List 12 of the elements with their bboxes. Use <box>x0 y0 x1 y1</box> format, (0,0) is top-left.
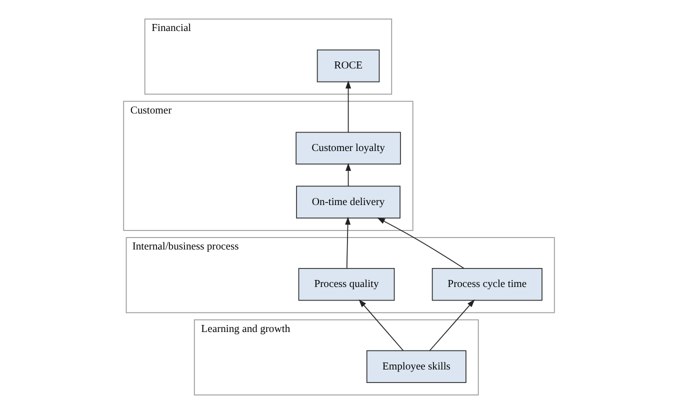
node-box: ROCE <box>316 50 380 82</box>
arrow <box>358 299 404 352</box>
arrow <box>428 299 474 352</box>
node-box: On-time delivery <box>296 186 400 218</box>
node-box: Customer loyalty <box>295 132 400 165</box>
arrow <box>345 80 351 133</box>
arrow <box>345 162 351 187</box>
node-box: Employee skills <box>366 350 466 384</box>
arrow <box>344 216 350 269</box>
node-box: Process quality <box>298 268 394 301</box>
arrow <box>376 218 464 269</box>
node-box: Process cycle time <box>431 268 542 301</box>
